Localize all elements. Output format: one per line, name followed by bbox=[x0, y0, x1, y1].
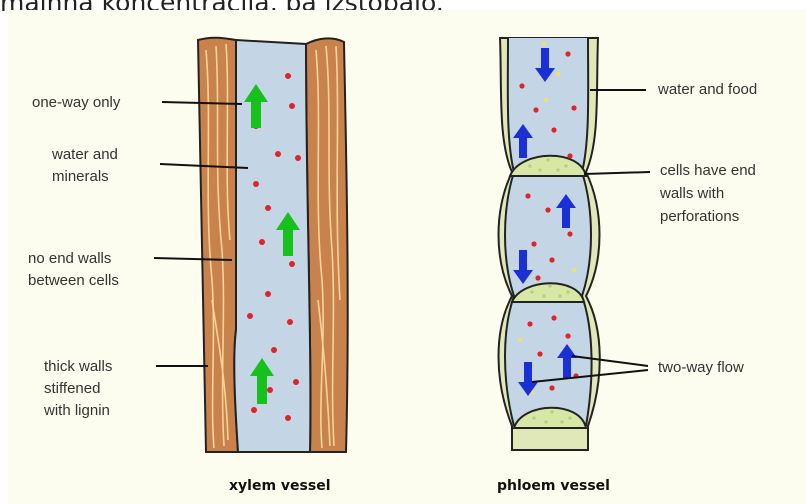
caption-phloem: phloem vessel bbox=[497, 478, 610, 494]
label-thick-walls-line2: stiffened bbox=[44, 378, 100, 400]
label-end-walls-line2: walls with bbox=[660, 183, 724, 205]
label-water-minerals-line2: minerals bbox=[52, 166, 109, 188]
label-water-minerals-line1: water and bbox=[52, 144, 118, 166]
label-water-food: water and food bbox=[658, 79, 757, 101]
label-end-walls-line1: cells have end bbox=[660, 160, 756, 182]
label-two-way-flow: two-way flow bbox=[658, 357, 744, 379]
label-no-end-walls-line1: no end walls bbox=[28, 248, 111, 270]
label-thick-walls-line3: with lignin bbox=[44, 400, 110, 422]
label-one-way: one-way only bbox=[32, 92, 120, 114]
label-no-end-walls-line2: between cells bbox=[28, 270, 119, 292]
label-thick-walls-line1: thick walls bbox=[44, 356, 112, 378]
caption-xylem: xylem vessel bbox=[229, 478, 331, 494]
label-end-walls-line3: perforations bbox=[660, 206, 739, 228]
phloem-lumen bbox=[505, 38, 592, 428]
